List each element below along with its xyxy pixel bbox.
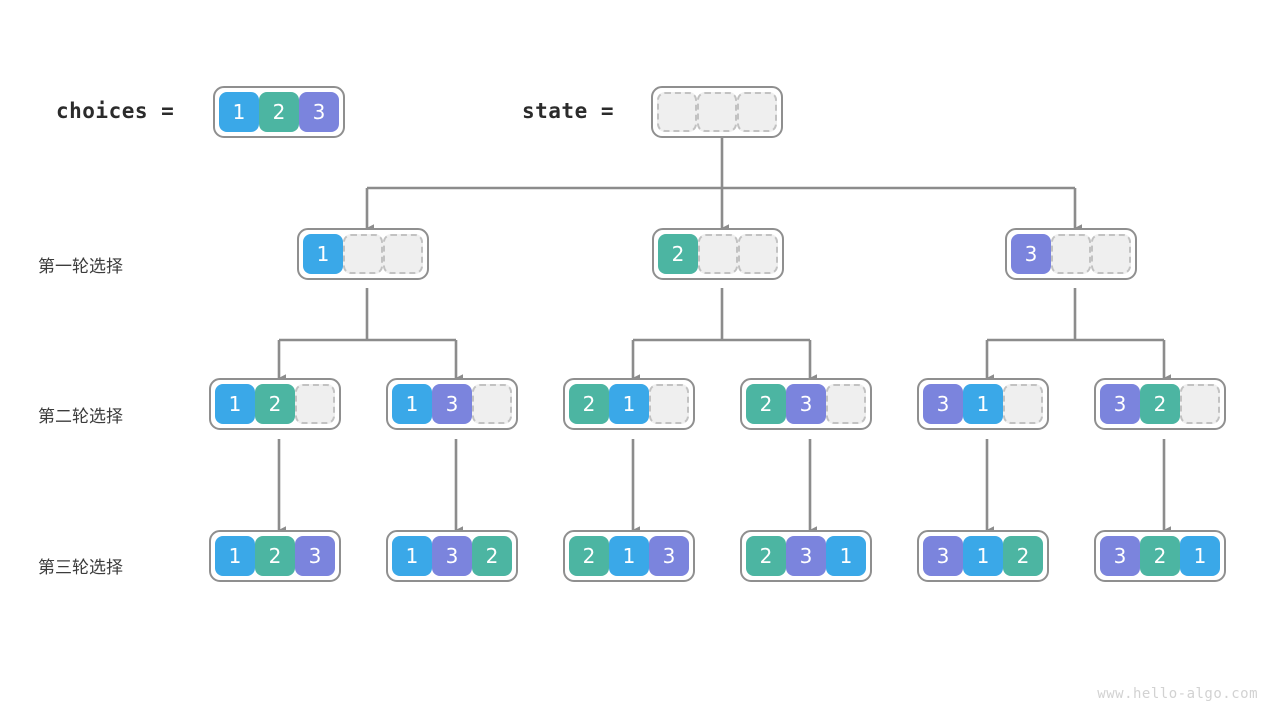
r3n1-cell-2: 3 (295, 536, 335, 576)
r3n6-cell-1: 2 (1140, 536, 1180, 576)
r3n3-cell-0: 2 (569, 536, 609, 576)
r3n4-cell-1: 3 (786, 536, 826, 576)
r2n3-cell-0: 2 (569, 384, 609, 424)
r3n6-cell-2: 1 (1180, 536, 1220, 576)
r2n4-cell-0: 2 (746, 384, 786, 424)
state-cell-0 (657, 92, 697, 132)
state-label: state = (522, 99, 615, 123)
r3n5-cell-1: 1 (963, 536, 1003, 576)
choices-label: choices = (56, 99, 175, 123)
r2n6-cell-1: 2 (1140, 384, 1180, 424)
choices-cell-1: 2 (259, 92, 299, 132)
r2n5-cell-1: 1 (963, 384, 1003, 424)
r3n2-cell-1: 3 (432, 536, 472, 576)
r3n3-cell-1: 1 (609, 536, 649, 576)
r3n1-cell-1: 2 (255, 536, 295, 576)
r2n6-cell-0: 3 (1100, 384, 1140, 424)
r3n3-cell-2: 3 (649, 536, 689, 576)
r2n4-cell-2 (826, 384, 866, 424)
r1n3-cell-1 (1051, 234, 1091, 274)
r2n1-cell-1: 2 (255, 384, 295, 424)
r1n2-cell-1 (698, 234, 738, 274)
r1n3-cell-2 (1091, 234, 1131, 274)
r2n3-cell-2 (649, 384, 689, 424)
r1n3-cell-0: 3 (1011, 234, 1051, 274)
r2n2-cell-0: 1 (392, 384, 432, 424)
r3n5-cell-0: 3 (923, 536, 963, 576)
r1n1-cell-2 (383, 234, 423, 274)
r3n4-cell-0: 2 (746, 536, 786, 576)
r3n5-cell-2: 2 (1003, 536, 1043, 576)
r1n1-cell-0: 1 (303, 234, 343, 274)
row-label-round-2: 第二轮选择 (38, 407, 123, 427)
r2n3-cell-1: 1 (609, 384, 649, 424)
r3n1-cell-0: 1 (215, 536, 255, 576)
row-label-round-1: 第一轮选择 (38, 257, 123, 277)
choices-cell-2: 3 (299, 92, 339, 132)
tree-node-r1-n3: 3 (1005, 228, 1137, 280)
r3n6-cell-0: 3 (1100, 536, 1140, 576)
r2n1-cell-0: 1 (215, 384, 255, 424)
tree-node-r1-n1: 1 (297, 228, 429, 280)
r1n2-cell-2 (738, 234, 778, 274)
tree-node-r1-n2: 2 (652, 228, 784, 280)
r3n4-cell-2: 1 (826, 536, 866, 576)
row-label-round-3: 第三轮选择 (38, 558, 123, 578)
r2n4-cell-1: 3 (786, 384, 826, 424)
r3n2-cell-0: 1 (392, 536, 432, 576)
choices-cell-0: 1 (219, 92, 259, 132)
r2n5-cell-0: 3 (923, 384, 963, 424)
r1n2-cell-0: 2 (658, 234, 698, 274)
r1n1-cell-1 (343, 234, 383, 274)
r2n2-cell-2 (472, 384, 512, 424)
r2n6-cell-2 (1180, 384, 1220, 424)
r2n1-cell-2 (295, 384, 335, 424)
r3n2-cell-2: 2 (472, 536, 512, 576)
r2n2-cell-1: 3 (432, 384, 472, 424)
r2n5-cell-2 (1003, 384, 1043, 424)
state-cell-2 (737, 92, 777, 132)
state-array (651, 86, 783, 138)
state-cell-1 (697, 92, 737, 132)
watermark: www.hello-algo.com (1097, 686, 1258, 702)
